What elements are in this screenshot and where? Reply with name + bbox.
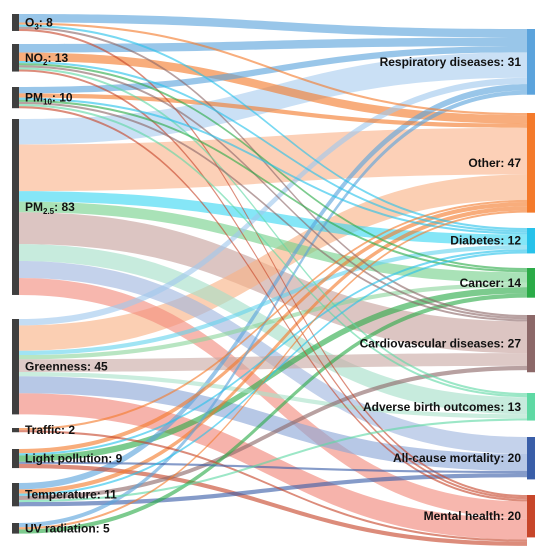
flow-GRN-to-CAN (19, 282, 527, 360)
source-bar-O3 (12, 14, 19, 31)
flow-O3-to-MH (19, 28, 527, 498)
target-bar-OTH (527, 113, 535, 213)
flow-NO2-to-CVD (19, 65, 527, 320)
flow-O3-to-OTH (19, 22, 527, 116)
target-label-ACM: All-cause mortality: 20 (393, 451, 521, 465)
target-bar-ABO (527, 393, 535, 421)
target-label-RESP: Respiratory diseases: 31 (380, 55, 522, 69)
flow-O3-to-RESP (19, 14, 527, 38)
source-bar-TMP (12, 483, 19, 507)
source-label-UV: UV radiation: 5 (25, 521, 110, 535)
flow-LP-to-MH (19, 463, 527, 546)
flow-NO2-to-MH (19, 69, 527, 500)
flow-GRN-to-RESP (19, 77, 527, 326)
source-bar-UV (12, 523, 19, 534)
flow-O3-to-CVD (19, 26, 527, 318)
flow-NO2-to-ABO (19, 67, 527, 396)
flow-PM10-to-MH (19, 106, 527, 502)
flow-LP-to-OTH (19, 202, 527, 454)
source-bar-NO2 (12, 44, 19, 72)
target-bar-ACM (527, 437, 535, 480)
flow-PM25-to-MH (19, 278, 527, 519)
flow-TRF-to-MH (19, 430, 527, 542)
target-label-DIA: Diabetes: 12 (450, 234, 521, 248)
flow-links (19, 14, 527, 546)
target-bar-CAN (527, 268, 535, 298)
source-bar-PM10 (12, 87, 19, 109)
flow-NO2-to-RESP (19, 37, 527, 53)
flow-TMP-to-ABO (19, 418, 527, 503)
source-bar-LP (12, 449, 19, 469)
flow-PM25-to-CAN (19, 201, 527, 283)
target-label-MH: Mental health: 20 (424, 509, 522, 523)
flow-TMP-to-DIA (19, 251, 527, 496)
source-bar-TRF (12, 428, 19, 433)
flow-PM25-to-CVD (19, 212, 527, 354)
flow-PM10-to-DIA (19, 97, 527, 235)
source-label-NO2: NO2: 13 (25, 51, 68, 67)
flow-TMP-to-ACM (19, 473, 527, 507)
target-label-ABO: Adverse birth outcomes: 13 (363, 400, 521, 414)
source-bar-PM25 (12, 119, 19, 295)
flow-GRN-to-DIA (19, 244, 527, 356)
flow-LP-to-DIA (19, 249, 527, 456)
flow-UV-to-OTH (19, 210, 527, 530)
target-label-CAN: Cancer: 14 (460, 276, 522, 290)
source-label-GRN: Greenness: 45 (25, 360, 108, 374)
flow-PM10-to-OTH (19, 93, 527, 128)
source-label-PM25: PM2.5: 83 (25, 200, 75, 216)
target-bar-RESP (527, 29, 535, 95)
source-label-TRF: Traffic: 2 (25, 423, 75, 437)
flow-UV-to-CAN (19, 293, 527, 534)
flow-GRN-to-ABO (19, 372, 527, 419)
target-bar-DIA (527, 228, 535, 254)
flow-NO2-to-OTH (19, 52, 527, 124)
flow-TMP-to-CVD (19, 365, 527, 500)
target-label-OTH: Other: 47 (468, 156, 521, 170)
flow-O3-to-DIA (19, 24, 527, 231)
source-label-O3: O3: 8 (25, 15, 53, 31)
flow-LP-to-ACM (19, 461, 527, 474)
source-label-LP: Light pollution: 9 (25, 452, 123, 466)
node-labels: O3: 8 NO2: 13 PM10: 10 PM2.5: 83 Greenness: … (25, 15, 521, 535)
node-bars (12, 14, 535, 538)
flow-PM10-to-CAN (19, 99, 527, 273)
target-bar-CVD (527, 315, 535, 373)
flow-TRF-to-OTH (19, 199, 527, 431)
source-label-TMP: Temperature: 11 (25, 488, 117, 502)
flow-PM10-to-ABO (19, 103, 527, 398)
target-bar-MH (527, 495, 535, 538)
flow-TMP-to-OTH (19, 206, 527, 494)
flow-PM25-to-OTH (19, 127, 527, 192)
target-label-CVD: Cardiovascular diseases: 27 (360, 337, 522, 351)
source-bar-GRN (12, 319, 19, 415)
flow-GRN-to-CVD (19, 353, 527, 372)
flow-TMP-to-RESP (19, 84, 527, 490)
flow-UV-to-RESP (19, 90, 527, 528)
flow-NO2-to-DIA (19, 60, 527, 233)
flow-PM10-to-CVD (19, 101, 527, 322)
source-label-PM10: PM10: 10 (25, 91, 73, 107)
flow-PM25-to-RESP (19, 52, 527, 145)
